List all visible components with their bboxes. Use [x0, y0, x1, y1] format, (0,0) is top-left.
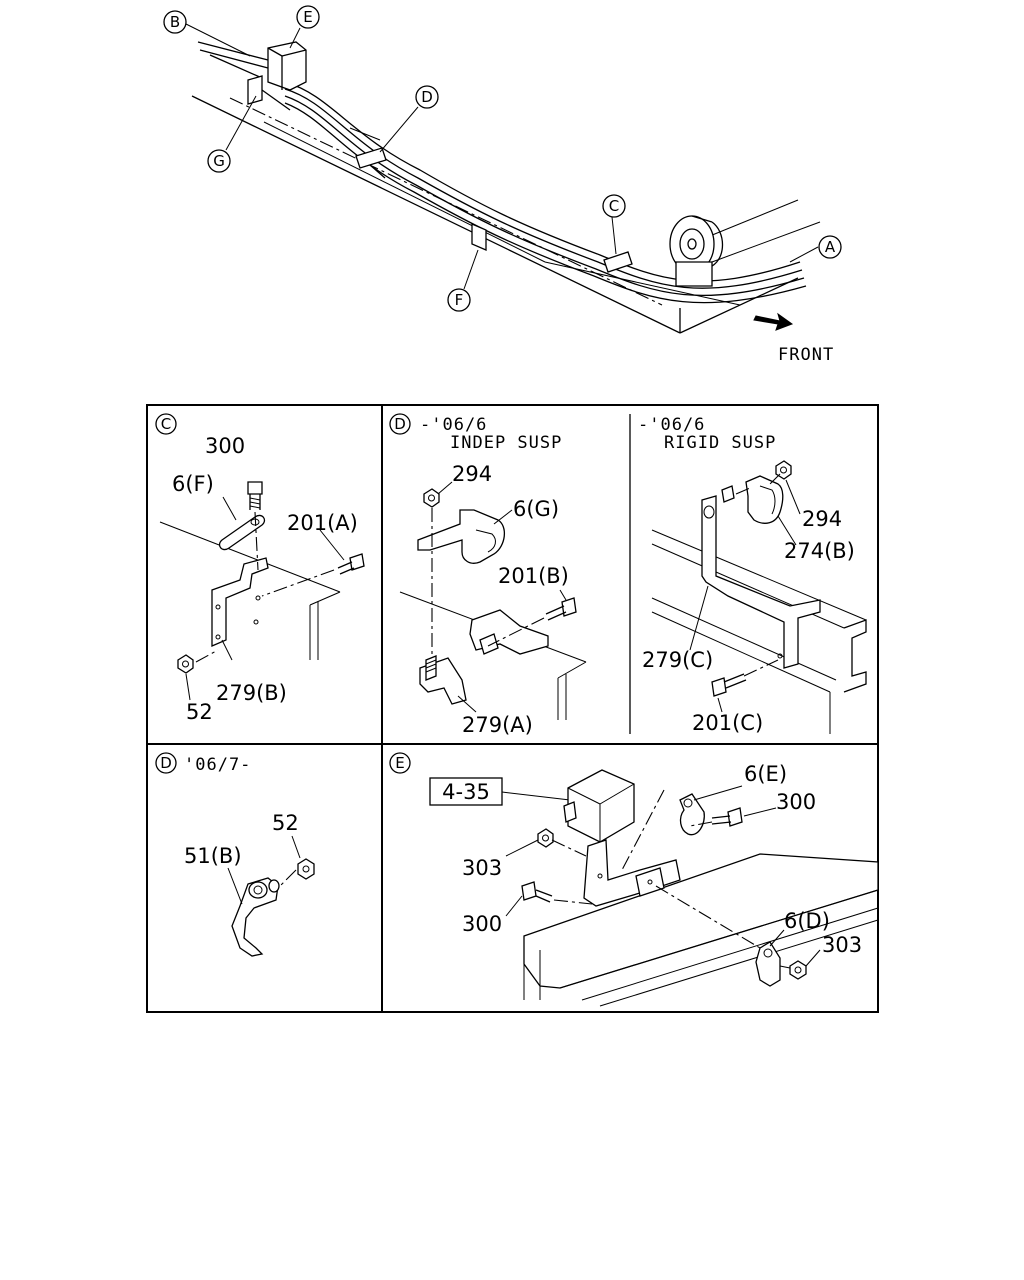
label-279a: 279(A): [462, 713, 533, 737]
cylinder-component: [669, 215, 724, 287]
panel-d-indep-callout: D: [389, 413, 411, 435]
callout-b: B: [163, 10, 187, 34]
label-300-upper: 300: [776, 790, 816, 814]
indep-header-line1: -'06/6: [420, 415, 487, 435]
label-201a: 201(A): [287, 511, 358, 535]
label-6e: 6(E): [744, 762, 787, 786]
label-300-lower: 300: [462, 912, 502, 936]
rigid-header-line1: -'06/6: [638, 415, 705, 435]
label-51b: 51(B): [184, 844, 242, 868]
label-303-lower: 303: [822, 933, 862, 957]
front-arrow: [753, 312, 794, 331]
svg-text:D: D: [394, 415, 406, 433]
late-header: '06/7-: [184, 755, 251, 775]
callout-c: C: [602, 194, 626, 218]
panel-e: E 4-35: [389, 752, 879, 1007]
callout-e: E: [296, 5, 320, 29]
svg-text:E: E: [303, 8, 312, 26]
label-201b: 201(B): [498, 564, 569, 588]
indep-header-line2: INDEP SUSP: [450, 433, 562, 453]
clamp-c: [603, 251, 633, 273]
callout-f: F: [447, 288, 471, 312]
ref-box-4-35: 4-35: [429, 777, 503, 806]
front-label: FRONT: [778, 345, 834, 365]
svg-text:C: C: [161, 415, 171, 433]
label-279c: 279(C): [642, 648, 713, 672]
label-6f: 6(F): [172, 472, 214, 496]
label-6g: 6(G): [513, 497, 559, 521]
label-274b: 274(B): [784, 539, 855, 563]
svg-text:E: E: [395, 754, 404, 772]
svg-text:4-35: 4-35: [442, 780, 490, 804]
panel-d-late: D '06/7- 52 51(B): [155, 752, 315, 957]
svg-text:B: B: [170, 13, 180, 31]
overview-drawing: A B C D E F G FRONT: [163, 5, 842, 365]
callout-d: D: [415, 85, 439, 109]
label-294-rigid: 294: [802, 507, 842, 531]
connector-block: [247, 41, 307, 111]
svg-text:F: F: [455, 291, 464, 309]
label-279b: 279(B): [216, 681, 287, 705]
panel-d-late-callout: D: [155, 752, 177, 774]
label-303-upper: 303: [462, 856, 502, 880]
svg-text:A: A: [825, 238, 836, 256]
label-52-late: 52: [272, 811, 299, 835]
panel-d-rigid: -'06/6 RIGID SUSP 294 2: [638, 415, 867, 735]
label-6d: 6(D): [784, 909, 830, 933]
panel-c: C: [155, 413, 365, 724]
label-201c: 201(C): [692, 711, 763, 735]
svg-text:D: D: [421, 88, 433, 106]
callout-g: G: [207, 149, 231, 173]
frame-rail: [191, 95, 821, 334]
svg-text:G: G: [213, 152, 225, 170]
clip-d: [355, 147, 387, 179]
svg-text:C: C: [609, 197, 619, 215]
panel-d-indep: D -'06/6 INDEP SUSP: [389, 413, 587, 737]
panel-e-callout: E: [389, 752, 411, 774]
panel-grid: [146, 404, 879, 1013]
svg-text:D: D: [160, 754, 172, 772]
label-294-indep: 294: [452, 462, 492, 486]
bracket-f: [471, 223, 487, 251]
label-300: 300: [205, 434, 245, 458]
rigid-header-line2: RIGID SUSP: [664, 433, 776, 453]
callout-a: A: [818, 235, 842, 259]
panel-c-callout: C: [155, 413, 177, 435]
label-52: 52: [186, 700, 213, 724]
